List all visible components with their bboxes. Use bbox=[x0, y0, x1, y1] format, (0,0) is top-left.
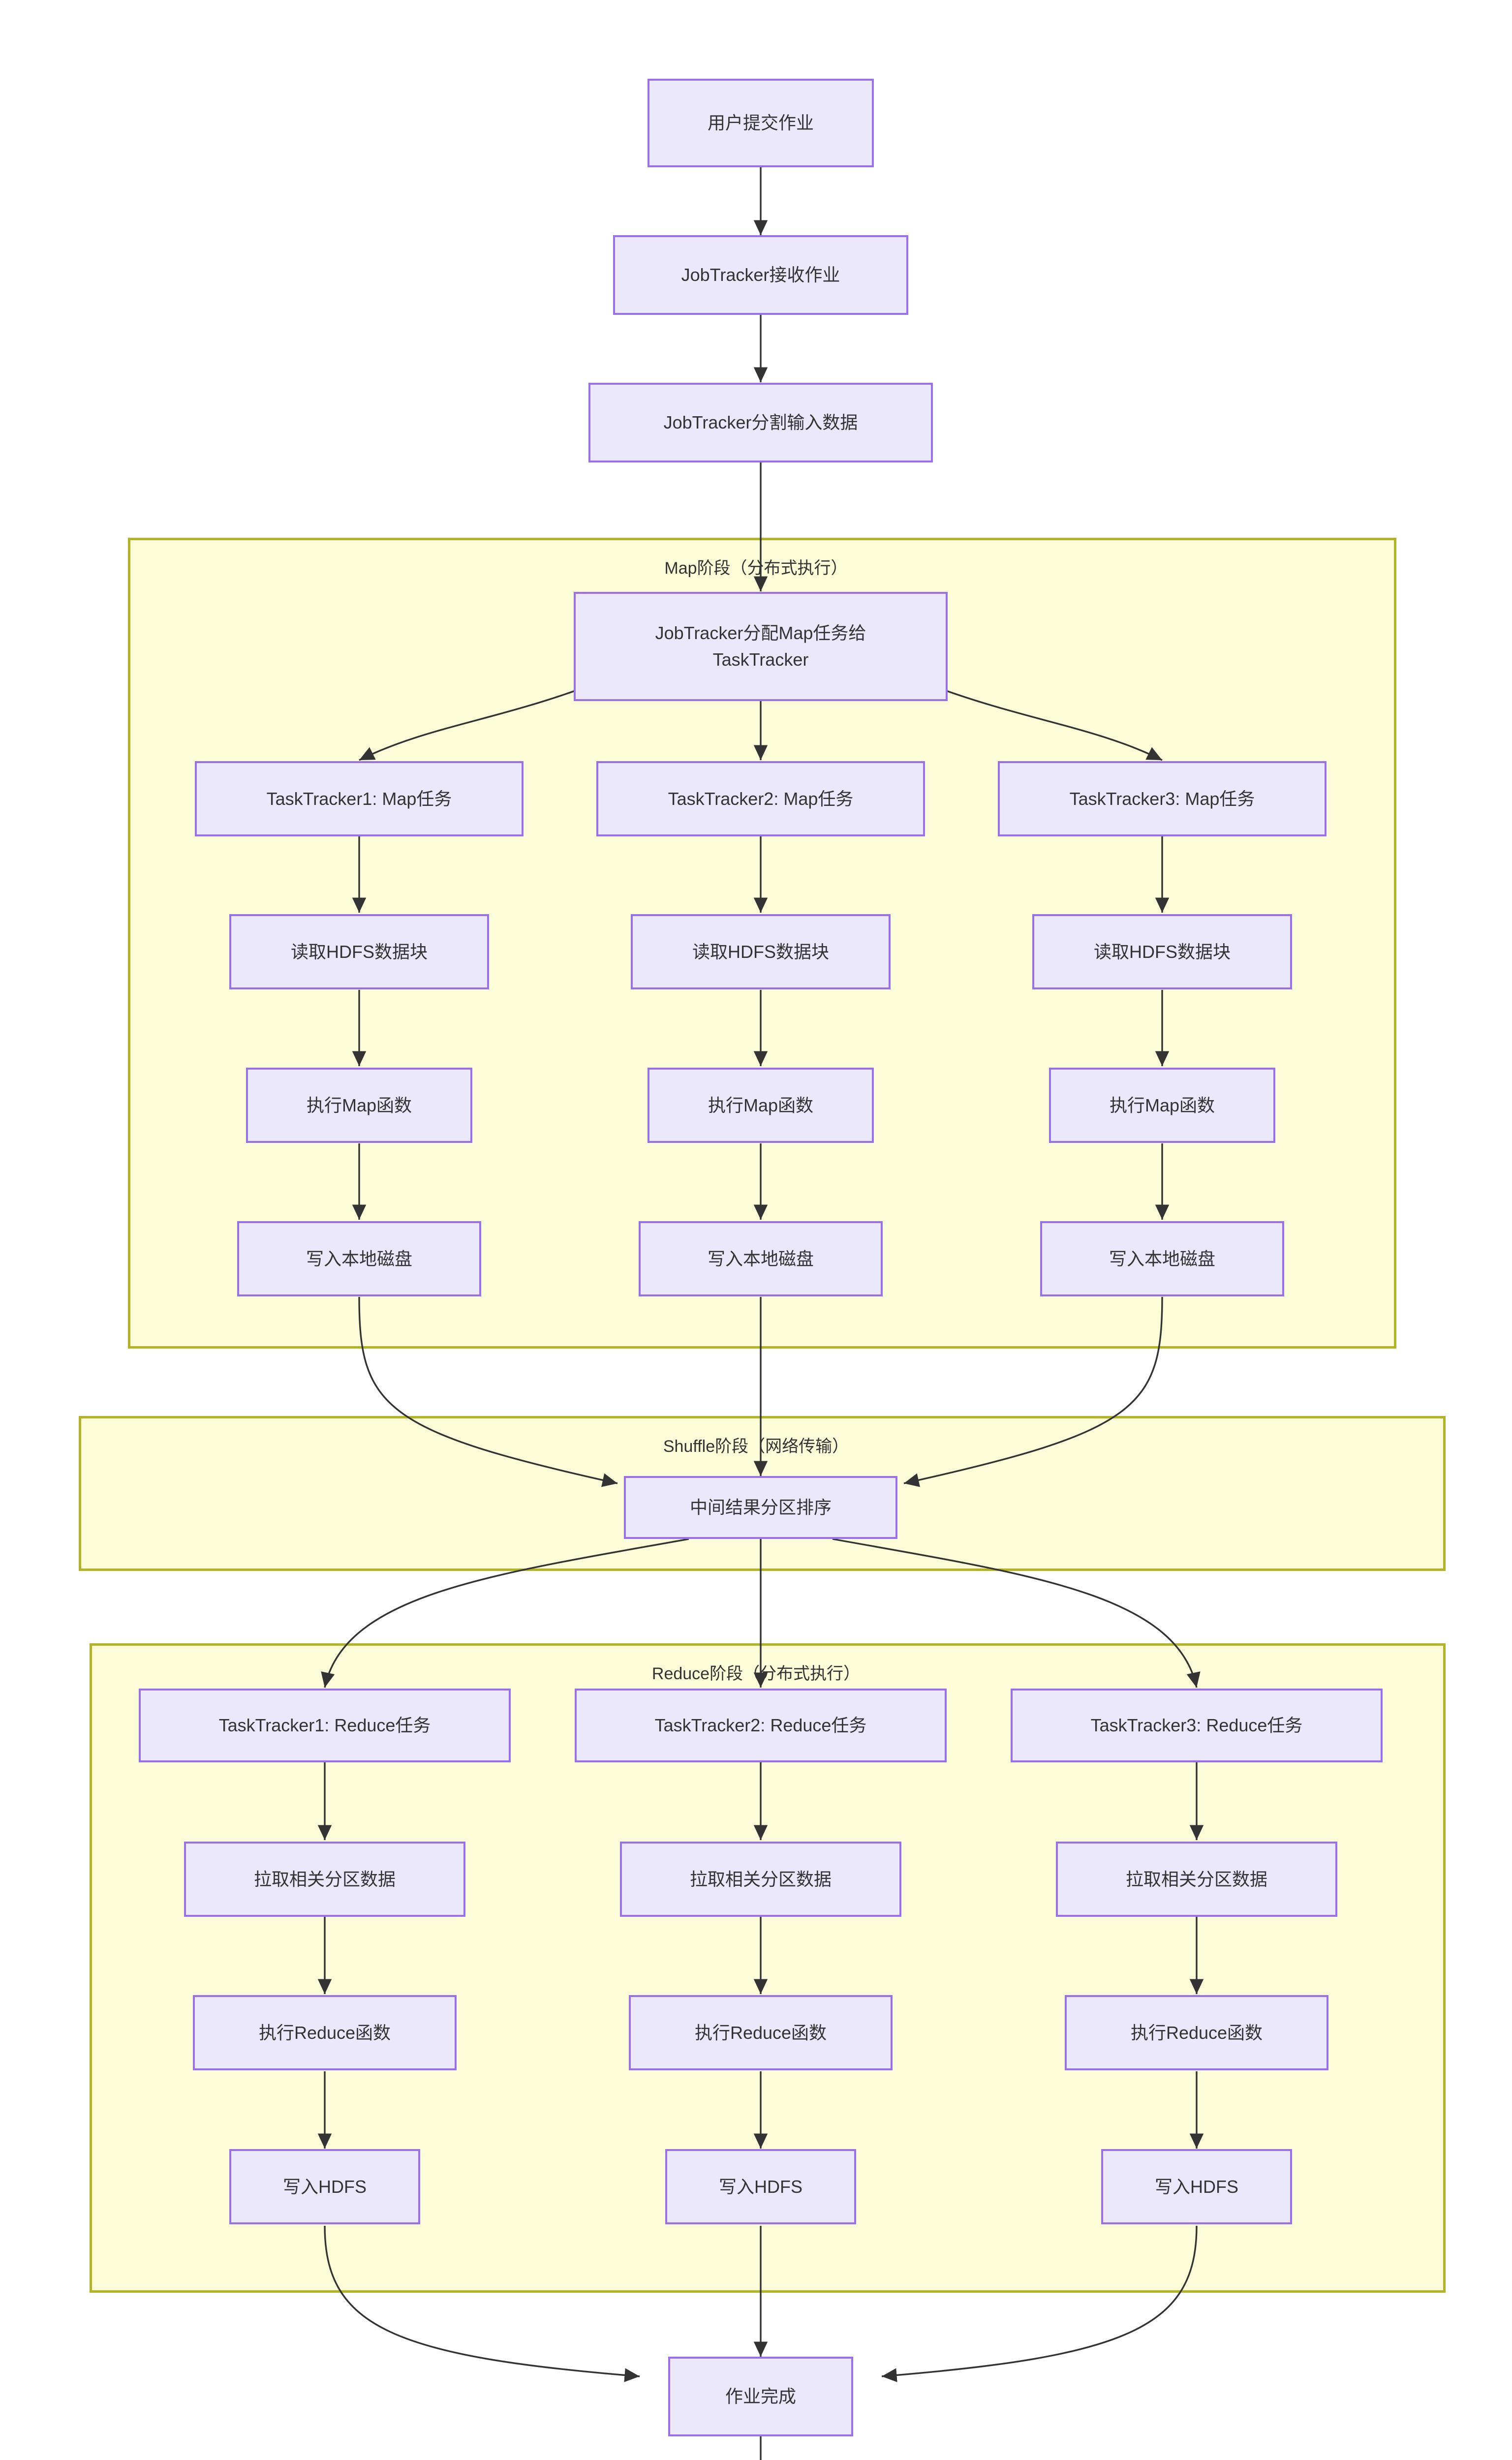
node-write-local-disk-2[interactable]: 写入本地磁盘 bbox=[639, 1221, 883, 1296]
node-jobtracker-split[interactable]: JobTracker分割输入数据 bbox=[588, 383, 933, 462]
node-read-hdfs-block-3[interactable]: 读取HDFS数据块 bbox=[1032, 914, 1292, 989]
node-read-hdfs-block-1[interactable]: 读取HDFS数据块 bbox=[229, 914, 489, 989]
node-exec-reduce-function-3[interactable]: 执行Reduce函数 bbox=[1065, 1995, 1328, 2070]
node-write-hdfs-2[interactable]: 写入HDFS bbox=[665, 2149, 856, 2224]
node-submit-job[interactable]: 用户提交作业 bbox=[648, 79, 874, 167]
subgraph-label-reduce-phase: Reduce阶段（分布式执行） bbox=[651, 1664, 861, 1683]
node-exec-reduce-function-1[interactable]: 执行Reduce函数 bbox=[193, 1995, 457, 2070]
node-jobtracker-receive[interactable]: JobTracker接收作业 bbox=[613, 235, 908, 315]
node-fetch-partition-data-3[interactable]: 拉取相关分区数据 bbox=[1056, 1842, 1337, 1917]
node-read-hdfs-block-2[interactable]: 读取HDFS数据块 bbox=[631, 914, 891, 989]
node-exec-map-function-2[interactable]: 执行Map函数 bbox=[648, 1068, 874, 1143]
node-tasktracker2-reduce[interactable]: TaskTracker2: Reduce任务 bbox=[575, 1689, 947, 1762]
subgraph-label-shuffle-phase: Shuffle阶段（网络传输） bbox=[663, 1437, 849, 1456]
node-tasktracker3-reduce[interactable]: TaskTracker3: Reduce任务 bbox=[1011, 1689, 1383, 1762]
node-tasktracker1-reduce[interactable]: TaskTracker1: Reduce任务 bbox=[139, 1689, 511, 1762]
node-exec-reduce-function-2[interactable]: 执行Reduce函数 bbox=[629, 1995, 893, 2070]
node-exec-map-function-1[interactable]: 执行Map函数 bbox=[246, 1068, 472, 1143]
node-write-local-disk-1[interactable]: 写入本地磁盘 bbox=[237, 1221, 481, 1296]
node-write-hdfs-1[interactable]: 写入HDFS bbox=[229, 2149, 420, 2224]
node-write-hdfs-3[interactable]: 写入HDFS bbox=[1101, 2149, 1292, 2224]
node-fetch-partition-data-2[interactable]: 拉取相关分区数据 bbox=[620, 1842, 901, 1917]
node-exec-map-function-3[interactable]: 执行Map函数 bbox=[1049, 1068, 1275, 1143]
node-fetch-partition-data-1[interactable]: 拉取相关分区数据 bbox=[184, 1842, 465, 1917]
node-assign-map-tasks[interactable]: JobTracker分配Map任务给 TaskTracker bbox=[574, 592, 948, 701]
node-job-complete[interactable]: 作业完成 bbox=[668, 2357, 853, 2436]
node-tasktracker3-map[interactable]: TaskTracker3: Map任务 bbox=[998, 761, 1327, 836]
node-write-local-disk-3[interactable]: 写入本地磁盘 bbox=[1040, 1221, 1284, 1296]
node-tasktracker1-map[interactable]: TaskTracker1: Map任务 bbox=[195, 761, 524, 836]
node-shuffle-partition-sort[interactable]: 中间结果分区排序 bbox=[624, 1476, 897, 1539]
subgraph-label-map-phase: Map阶段（分布式执行） bbox=[664, 559, 848, 578]
node-tasktracker2-map[interactable]: TaskTracker2: Map任务 bbox=[596, 761, 925, 836]
